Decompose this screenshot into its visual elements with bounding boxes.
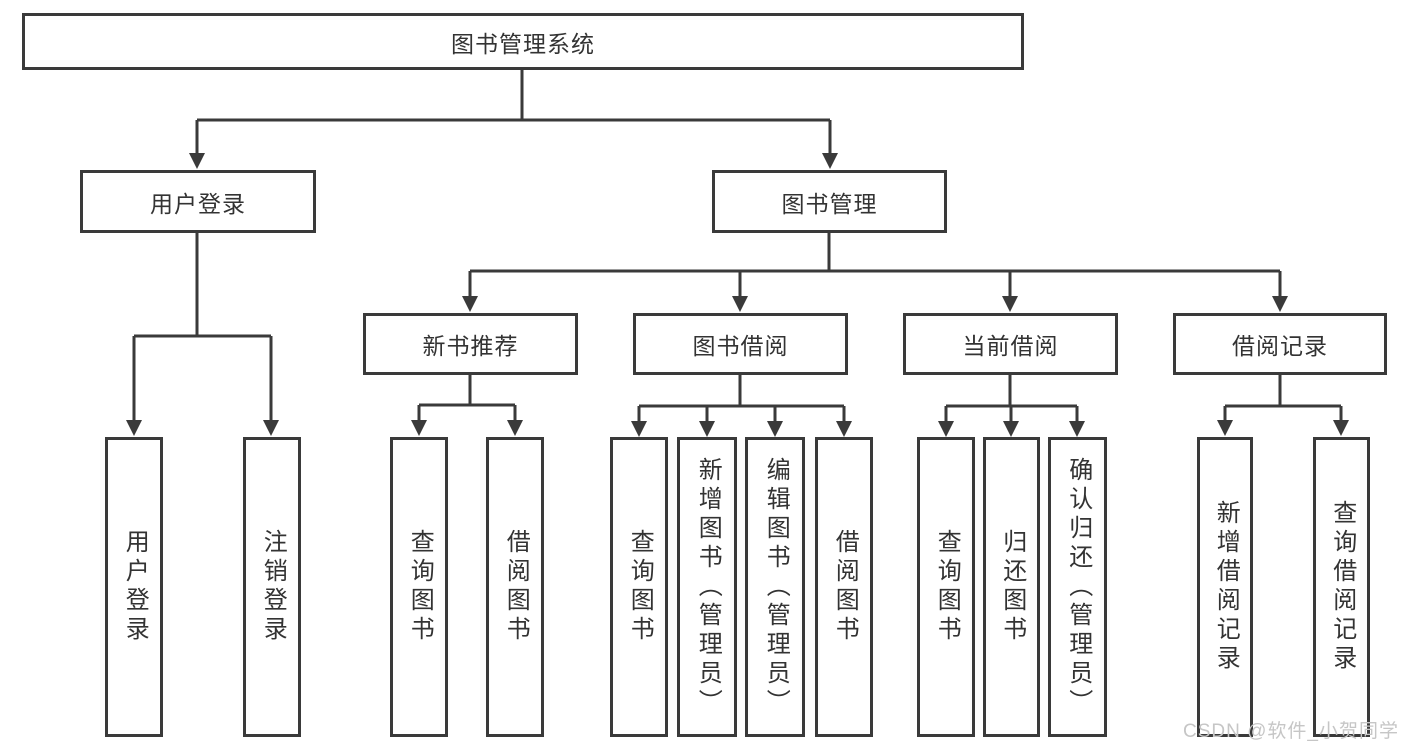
node-current-borrowing: 当前借阅 bbox=[903, 313, 1118, 375]
leaf-current-query-books-label: 查询图书 bbox=[933, 529, 961, 645]
watermark: CSDN @软件_小贺同学 bbox=[1183, 721, 1399, 742]
leaf-current-query-books: 查询图书 bbox=[917, 437, 975, 737]
node-book-borrowing: 图书借阅 bbox=[633, 313, 848, 375]
node-new-book-recommend: 新书推荐 bbox=[363, 313, 578, 375]
node-borrowing-records-label: 借阅记录 bbox=[1232, 333, 1328, 359]
leaf-records-query-record-label: 查询借阅记录 bbox=[1328, 500, 1356, 674]
leaf-current-return-books-label: 归还图书 bbox=[998, 529, 1026, 645]
leaf-records-add-record: 新增借阅记录 bbox=[1197, 437, 1253, 737]
node-new-book-recommend-label: 新书推荐 bbox=[422, 333, 519, 359]
node-book-management-label: 图书管理 bbox=[781, 190, 878, 217]
node-library-system: 图书管理系统 bbox=[22, 13, 1024, 70]
leaf-borrow-borrow-books: 借阅图书 bbox=[815, 437, 873, 737]
node-book-management: 图书管理 bbox=[712, 170, 947, 233]
leaf-borrow-borrow-books-label: 借阅图书 bbox=[831, 529, 859, 645]
leaf-records-add-record-label: 新增借阅记录 bbox=[1212, 500, 1240, 674]
node-current-borrowing-label: 当前借阅 bbox=[962, 333, 1059, 359]
arrowheads bbox=[126, 153, 1349, 437]
leaf-logout-label: 注销登录 bbox=[259, 529, 287, 645]
leaf-newbook-borrow-books: 借阅图书 bbox=[486, 437, 544, 737]
node-borrowing-records: 借阅记录 bbox=[1173, 313, 1387, 375]
leaf-user-login: 用户登录 bbox=[105, 437, 163, 737]
leaf-borrow-query-books-label: 查询图书 bbox=[626, 529, 654, 645]
leaf-user-login-label: 用户登录 bbox=[121, 529, 149, 645]
leaf-newbook-query-books: 查询图书 bbox=[390, 437, 448, 737]
leaf-borrow-add-books-admin-label: 新增图书（管理员） bbox=[694, 456, 722, 718]
node-library-system-label: 图书管理系统 bbox=[451, 30, 595, 57]
leaf-current-confirm-return-admin-label: 确认归还（管理员） bbox=[1064, 456, 1092, 718]
leaf-records-query-record: 查询借阅记录 bbox=[1313, 437, 1370, 737]
leaf-borrow-edit-books-admin-label: 编辑图书（管理员） bbox=[762, 456, 790, 718]
leaf-current-confirm-return-admin: 确认归还（管理员） bbox=[1048, 437, 1107, 737]
leaf-logout: 注销登录 bbox=[243, 437, 301, 737]
leaf-newbook-borrow-books-label: 借阅图书 bbox=[502, 529, 530, 645]
leaf-newbook-query-books-label: 查询图书 bbox=[406, 529, 434, 645]
leaf-current-return-books: 归还图书 bbox=[983, 437, 1040, 737]
leaf-borrow-query-books: 查询图书 bbox=[610, 437, 668, 737]
node-user-login-label: 用户登录 bbox=[150, 190, 246, 217]
node-book-borrowing-label: 图书借阅 bbox=[692, 333, 789, 359]
leaf-borrow-add-books-admin: 新增图书（管理员） bbox=[677, 437, 737, 737]
node-user-login: 用户登录 bbox=[80, 170, 316, 233]
leaf-borrow-edit-books-admin: 编辑图书（管理员） bbox=[745, 437, 805, 737]
